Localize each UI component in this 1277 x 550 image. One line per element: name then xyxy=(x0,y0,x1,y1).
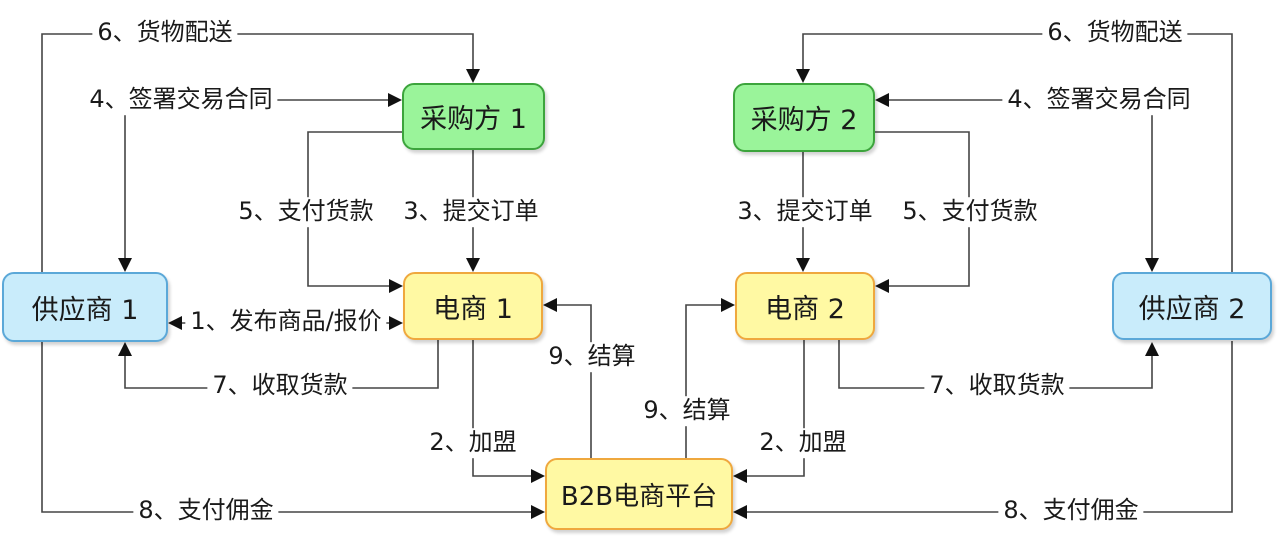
edge-submit-order-left-arrowhead xyxy=(466,258,480,272)
edge-publish-left-arrowhead xyxy=(168,316,182,330)
edge-receive-right-arrowhead xyxy=(1145,342,1159,356)
edge-label-settle-right: 9、结算 xyxy=(638,396,736,426)
edge-contract-right-arrowhead xyxy=(875,93,889,107)
node-ec-2-label: 电商 2 xyxy=(765,293,845,325)
edge-label-deliver-right: 6、货物配送 xyxy=(1042,18,1188,48)
edge-label-receive-right: 7、收取货款 xyxy=(924,371,1070,401)
node-buyer-1-label: 采购方 1 xyxy=(420,104,527,135)
edge-label-contract-right: 4、签署交易合同 xyxy=(1002,85,1196,115)
edge-settle-right-arrowhead xyxy=(721,298,735,312)
edge-label-pay-goods-right: 5、支付货款 xyxy=(897,197,1043,227)
edge-pay-goods-left-arrowhead xyxy=(389,279,403,293)
node-ec-1: 电商 1 xyxy=(403,272,543,340)
edge-contract-left-arrowhead xyxy=(388,93,402,107)
node-supplier-1: 供应商 1 xyxy=(2,272,168,342)
edge-settle-right-path xyxy=(685,304,721,458)
edge-label-deliver-left: 6、货物配送 xyxy=(92,18,238,48)
edge-deliver-right-arrowhead xyxy=(796,69,810,83)
edge-contract-left-drop-arrowhead xyxy=(118,258,132,272)
node-supplier-2: 供应商 2 xyxy=(1112,272,1272,340)
edge-deliver-right-path xyxy=(802,33,1233,272)
edge-publish-left-arrowhead-2 xyxy=(389,316,403,330)
edge-label-receive-left: 7、收取货款 xyxy=(207,371,353,401)
node-b2b-platform: B2B电商平台 xyxy=(545,458,733,530)
edge-label-join-left: 2、加盟 xyxy=(424,428,522,458)
edge-pay-goods-right-arrowhead xyxy=(875,279,889,293)
edge-join-right-arrowhead xyxy=(733,469,747,483)
node-supplier-1-label: 供应商 1 xyxy=(31,294,139,326)
edge-settle-left-arrowhead xyxy=(543,298,557,312)
edge-join-left-arrowhead xyxy=(531,469,545,483)
edge-receive-left-arrowhead xyxy=(118,342,132,356)
edge-deliver-left-path xyxy=(41,33,474,272)
node-b2b-platform-label: B2B电商平台 xyxy=(560,481,718,512)
edge-label-submit-order-left: 3、提交订单 xyxy=(398,197,544,227)
edge-label-submit-order-right: 3、提交订单 xyxy=(732,197,878,227)
node-buyer-2: 采购方 2 xyxy=(733,83,875,152)
edge-join-right-path xyxy=(747,340,805,477)
edge-label-commission-left: 8、支付佣金 xyxy=(133,496,279,526)
edge-commission-right-path xyxy=(747,341,1233,513)
edge-contract-right-drop-arrowhead xyxy=(1145,258,1159,272)
edge-label-join-right: 2、加盟 xyxy=(754,428,852,458)
node-ec-1-label: 电商 1 xyxy=(433,293,513,325)
node-ec-2: 电商 2 xyxy=(735,272,875,340)
node-buyer-1: 采购方 1 xyxy=(402,83,545,150)
edge-label-settle-left: 9、结算 xyxy=(543,342,641,372)
edge-submit-order-right-arrowhead xyxy=(796,258,810,272)
edge-commission-left-arrowhead xyxy=(531,505,545,519)
edge-label-contract-left: 4、签署交易合同 xyxy=(84,85,278,115)
node-supplier-2-label: 供应商 2 xyxy=(1138,293,1246,325)
node-buyer-2-label: 采购方 2 xyxy=(750,105,858,136)
edge-label-publish-left: 1、发布商品/报价 xyxy=(185,307,387,337)
edge-deliver-left-arrowhead xyxy=(466,69,480,83)
edge-commission-right-arrowhead xyxy=(733,505,747,519)
edge-label-pay-goods-left: 5、支付货款 xyxy=(233,197,379,227)
edge-join-left-path xyxy=(472,340,531,477)
edge-settle-left-path xyxy=(557,304,592,458)
edge-label-commission-right: 8、支付佣金 xyxy=(998,496,1144,526)
edge-commission-left-path xyxy=(41,342,531,513)
